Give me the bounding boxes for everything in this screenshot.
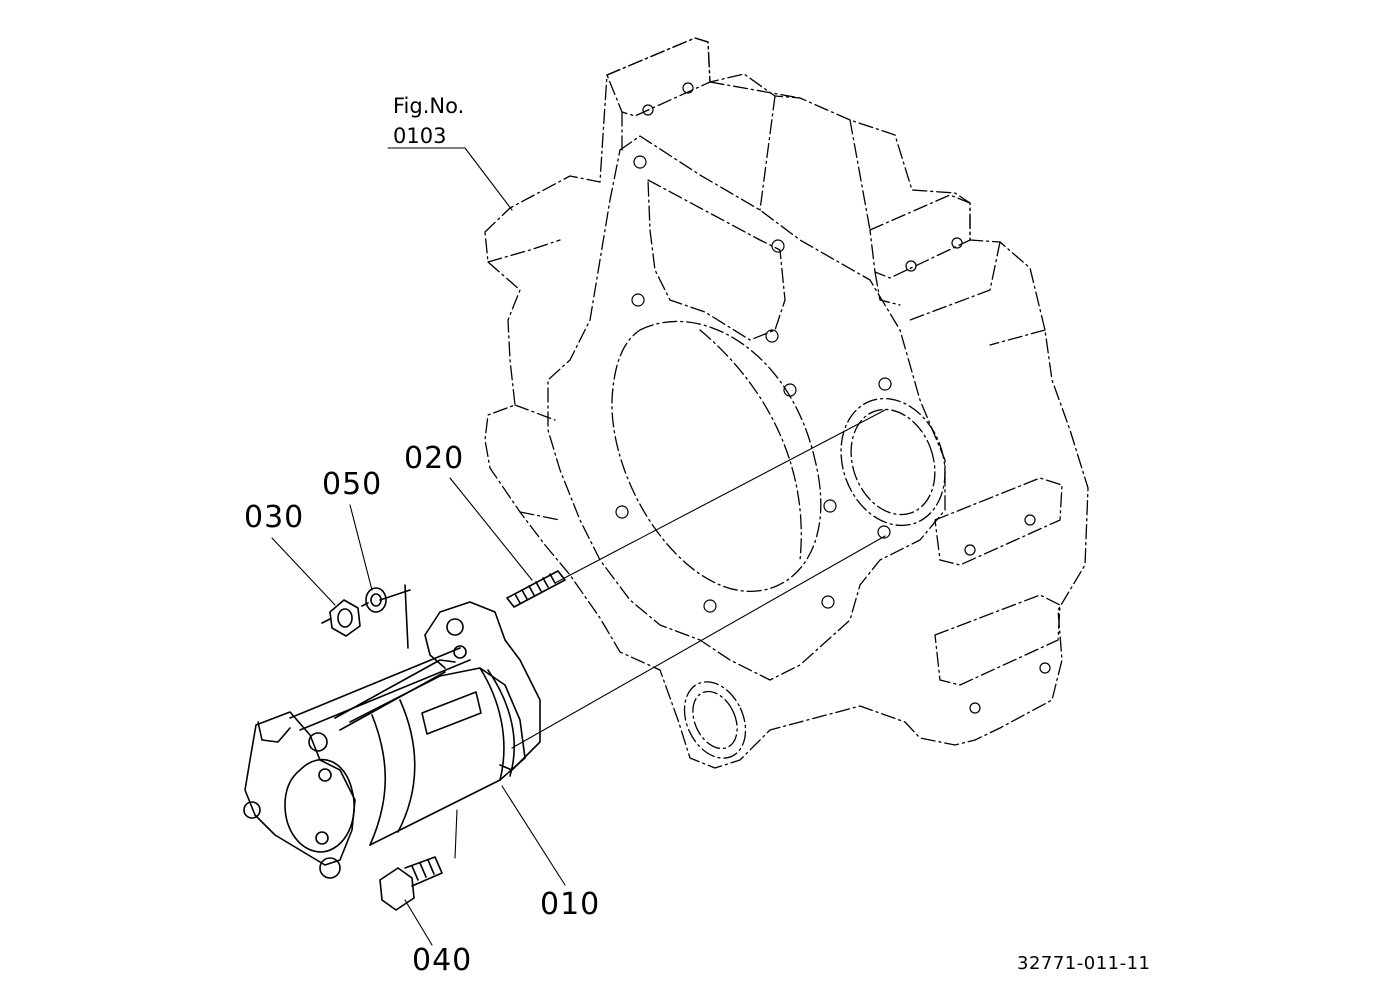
part-label-040: 040 <box>412 943 473 978</box>
figure-reference-label: Fig.No. <box>393 94 465 118</box>
part-label-050: 050 <box>322 467 383 502</box>
starter-motor <box>244 585 540 878</box>
housing-bolt-holes <box>616 83 1050 713</box>
drawing-number: 32771-011-11 <box>1017 953 1151 974</box>
washer-050 <box>362 588 386 612</box>
part-label-030: 030 <box>244 500 305 535</box>
leader-lines <box>272 148 565 945</box>
nut-030 <box>322 600 360 636</box>
stud-020 <box>507 571 565 607</box>
flywheel-housing <box>485 38 1088 768</box>
part-label-020: 020 <box>404 441 465 476</box>
assembly-axis-lines <box>512 410 885 748</box>
part-label-010: 010 <box>540 887 601 922</box>
figure-reference-number: 0103 <box>393 124 447 148</box>
bolt-040 <box>380 857 442 910</box>
